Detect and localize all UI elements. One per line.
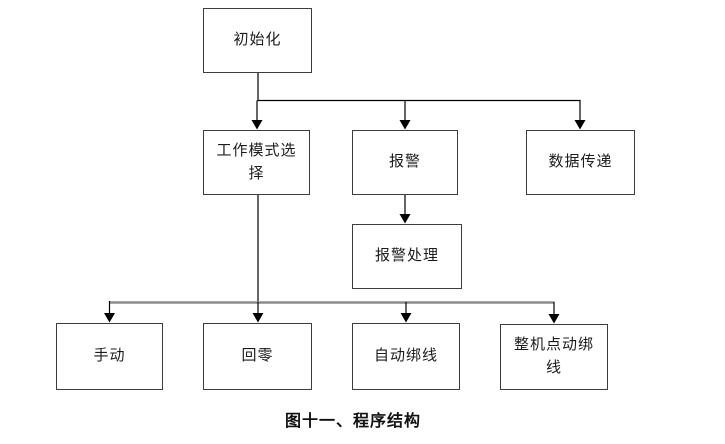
node-data-transfer: 数据传递 — [526, 130, 635, 195]
node-return-zero: 回零 — [203, 323, 312, 390]
node-alarm-handling-label: 报警处理 — [374, 248, 439, 264]
node-machine-jog-binding-label: 整机点动绑线 — [513, 337, 594, 376]
node-manual: 手动 — [56, 323, 163, 390]
node-work-mode-select: 工作模式选择 — [203, 130, 310, 195]
node-auto-binding-label: 自动绑线 — [373, 348, 438, 364]
node-alarm: 报警 — [352, 130, 458, 195]
node-alarm-handling: 报警处理 — [352, 224, 462, 289]
node-initialization: 初始化 — [203, 8, 312, 73]
node-machine-jog-binding: 整机点动绑线 — [500, 324, 608, 390]
node-initialization-label: 初始化 — [233, 32, 282, 48]
figure-caption: 图十一、程序结构 — [284, 413, 421, 430]
node-return-zero-label: 回零 — [241, 348, 274, 364]
node-work-mode-select-label: 工作模式选择 — [216, 142, 297, 182]
node-alarm-label: 报警 — [388, 154, 421, 170]
node-data-transfer-label: 数据传递 — [548, 154, 613, 170]
node-auto-binding: 自动绑线 — [352, 323, 460, 390]
node-manual-label: 手动 — [93, 348, 126, 364]
